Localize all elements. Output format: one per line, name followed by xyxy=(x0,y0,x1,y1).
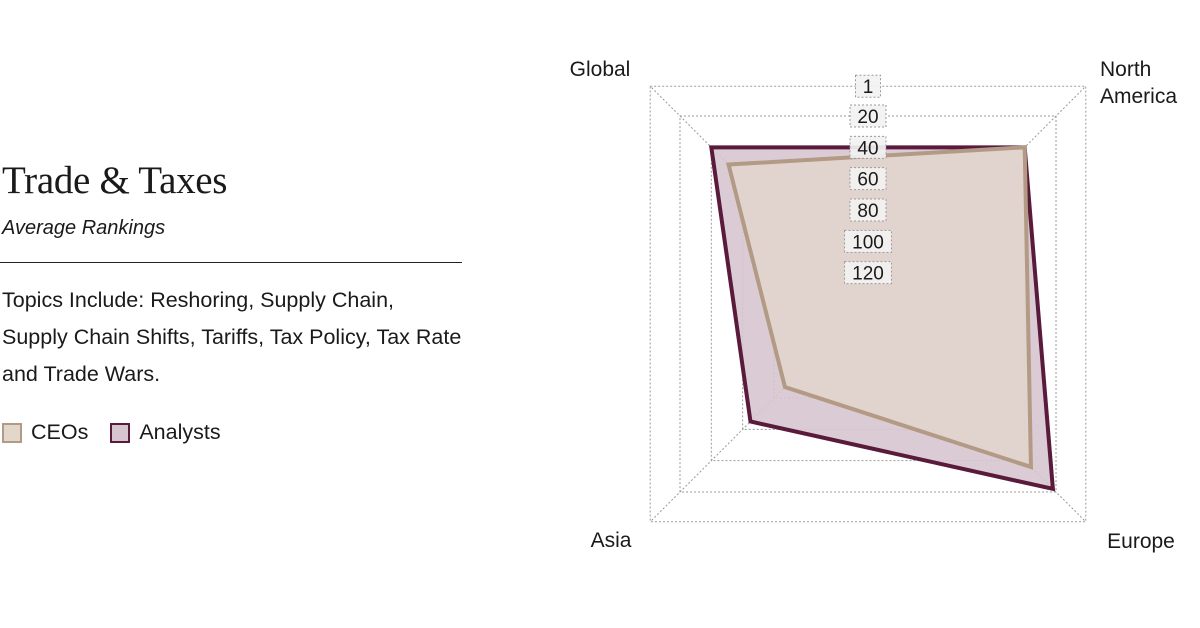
tick-label: 40 xyxy=(857,138,878,159)
axis-label-line: Asia xyxy=(591,529,632,552)
legend-swatch-analysts xyxy=(110,422,131,443)
tick-label-box xyxy=(849,167,887,191)
tick-label-box xyxy=(849,198,887,222)
legend: CEOs Analysts xyxy=(2,420,243,445)
chart-subtitle: Average Rankings xyxy=(2,217,166,239)
tick-label-box xyxy=(844,261,892,285)
tick-label: 20 xyxy=(857,107,878,128)
tick-label: 100 xyxy=(852,232,884,253)
legend-item-ceos[interactable]: CEOs xyxy=(2,420,88,445)
legend-item-analysts[interactable]: Analysts xyxy=(110,420,221,445)
divider xyxy=(0,262,462,263)
text-panel: Trade & Taxes Average Rankings Topics In… xyxy=(0,0,470,628)
topics-description: Topics Include: Reshoring, Supply Chain,… xyxy=(2,288,462,386)
tick-label: 120 xyxy=(852,264,884,285)
tick-label-box xyxy=(849,135,887,159)
tick-label: 1 xyxy=(863,77,874,98)
legend-swatch-ceos xyxy=(2,422,22,443)
tick-label-box xyxy=(855,74,881,98)
tick-label: 80 xyxy=(857,201,878,222)
tick-label: 60 xyxy=(857,170,878,191)
axis-label-asia: Asia xyxy=(591,529,632,552)
axis-label-line: Europe xyxy=(1107,530,1175,553)
chart-title: Trade & Taxes xyxy=(2,159,228,202)
axis-label-europe: Europe xyxy=(1107,530,1175,553)
axis-label-line: Global xyxy=(570,58,631,81)
axis-label-line: America xyxy=(1100,85,1177,108)
series-ceos xyxy=(726,145,1034,470)
tick-label-box xyxy=(849,104,887,128)
legend-label-analysts: Analysts xyxy=(139,420,221,444)
axis-label-global: Global xyxy=(570,58,631,81)
legend-label-ceos: CEOs xyxy=(31,420,89,444)
tick-label-box xyxy=(844,229,892,253)
axis-label-line: North xyxy=(1100,58,1151,81)
